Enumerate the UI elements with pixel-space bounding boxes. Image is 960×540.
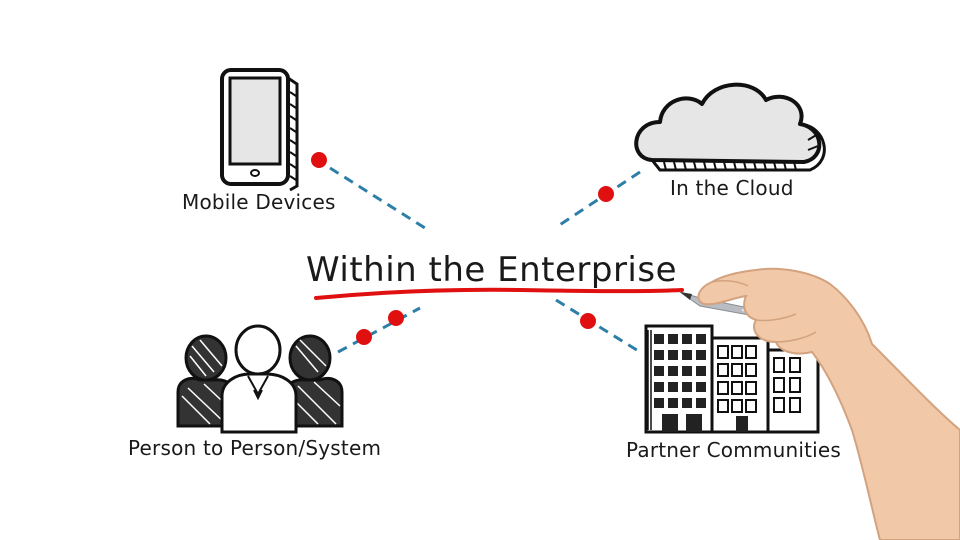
node-label-partner-communities: Partner Communities — [626, 438, 842, 462]
dot-person-2 — [388, 310, 404, 326]
dot-partner — [580, 313, 596, 329]
node-label-in-the-cloud: In the Cloud — [670, 176, 794, 200]
people-icon — [176, 324, 344, 434]
connector-person — [337, 306, 421, 354]
dot-cloud — [598, 186, 614, 202]
connector-cloud — [554, 170, 641, 230]
connector-mobile — [329, 166, 426, 230]
node-label-person-to-person: Person to Person/System — [128, 436, 382, 460]
dot-person-1 — [356, 329, 372, 345]
cloud-icon — [634, 82, 826, 172]
connector-partner — [555, 298, 641, 354]
dot-mobile — [311, 152, 327, 168]
center-label: Within the Enterprise — [306, 250, 678, 290]
tablet-icon — [220, 68, 299, 192]
buildings-icon — [644, 324, 820, 434]
hand-with-pen — [679, 267, 960, 540]
node-label-mobile-devices: Mobile Devices — [182, 190, 336, 214]
center-underline — [314, 287, 684, 300]
